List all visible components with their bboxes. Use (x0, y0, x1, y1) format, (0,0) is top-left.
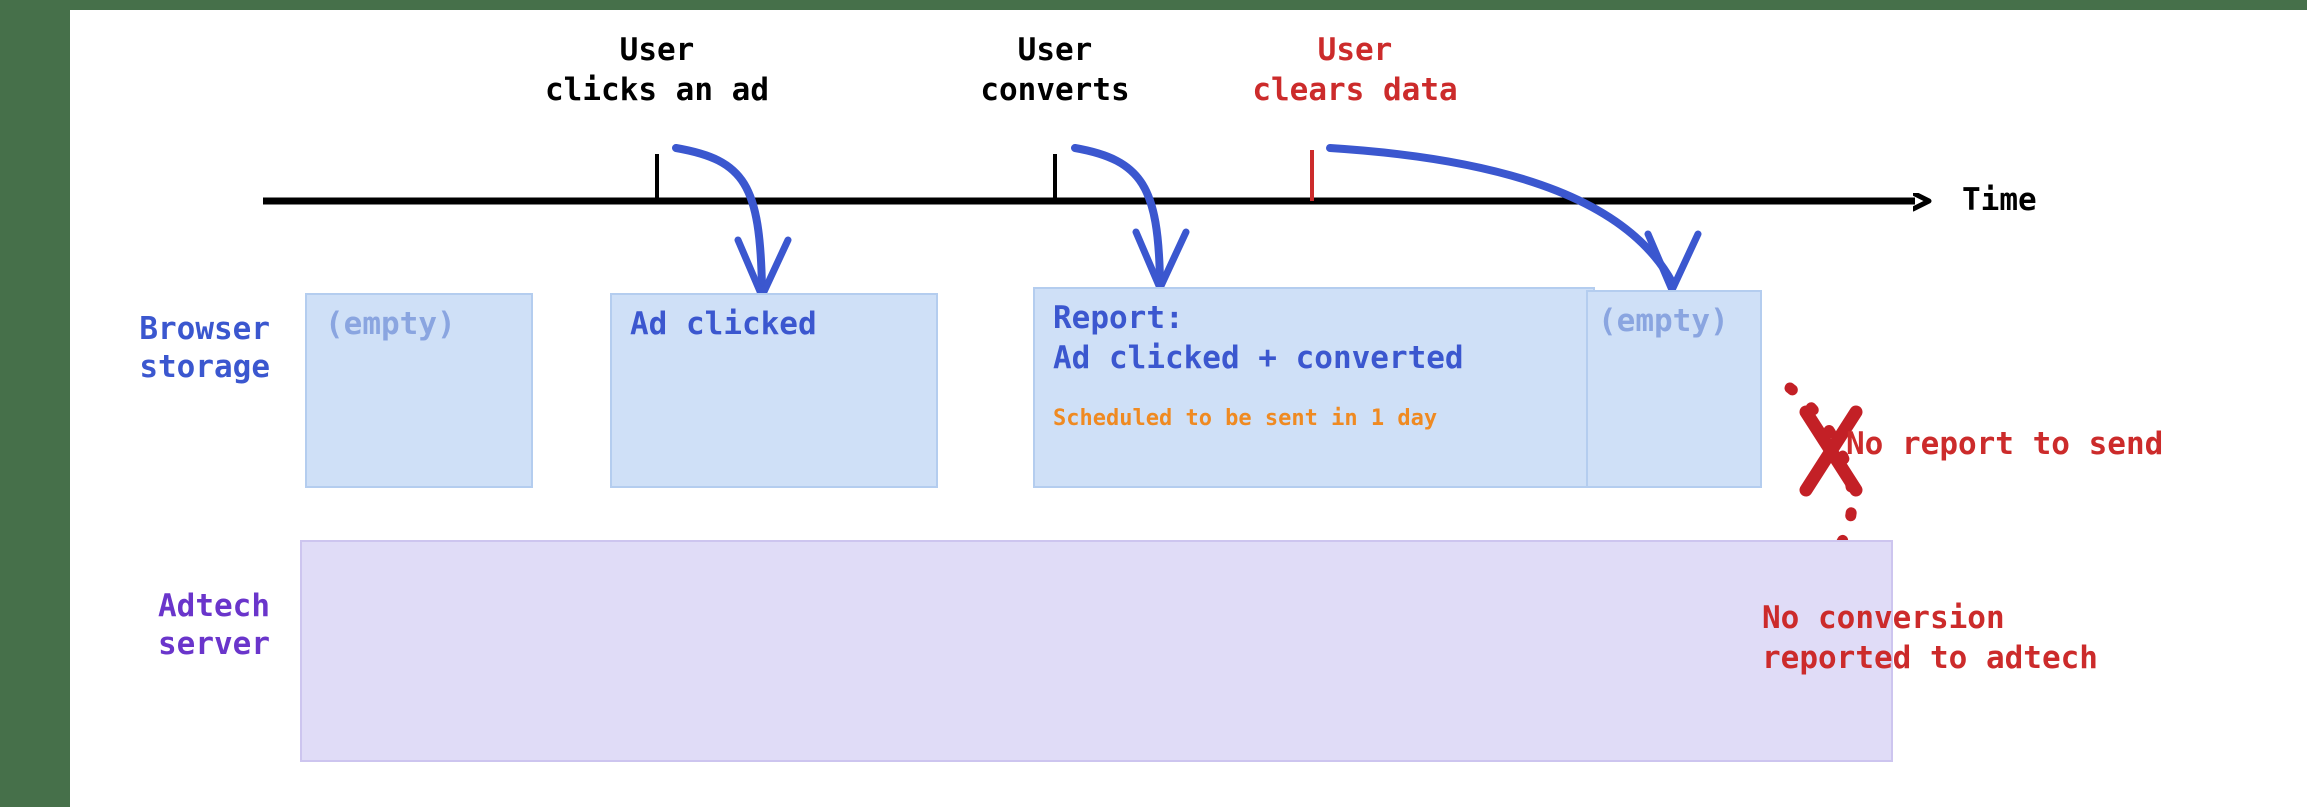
storage-box-text: Report: Ad clicked + converted (1053, 300, 1464, 376)
row-label-line1: Adtech (158, 588, 270, 624)
storage-box-empty-initial: (empty) (305, 293, 533, 488)
storage-box-report-pending: Report: Ad clicked + converted Scheduled… (1033, 287, 1595, 488)
storage-box-ad-clicked: Ad clicked (610, 293, 938, 488)
connector-clear-to-box (1326, 144, 1676, 286)
timeline-label-line1: User (1017, 32, 1093, 68)
annotation-line2: reported to adtech (1762, 640, 2098, 677)
annotation-no-report-to-send: No report to send (1846, 426, 2164, 462)
annotation-no-conversion-reported: No conversion reported to adtech (1762, 598, 2098, 679)
row-label-line1: Browser (139, 311, 270, 347)
timeline-label-user-clears-data: User clears data (1195, 30, 1515, 111)
connector-click-to-box (672, 144, 766, 292)
timeline-label-user-converts: User converts (880, 30, 1230, 111)
row-label-line2: storage (139, 348, 270, 385)
storage-box-text: (empty) (325, 306, 456, 342)
storage-box-text: Ad clicked (630, 306, 817, 342)
red-x-icon (1799, 405, 1863, 497)
timeline-axis-label: Time (1962, 182, 2037, 218)
row-label-line2: server (158, 625, 270, 662)
timeline-label-line2: converts (980, 72, 1130, 109)
timeline-label-line2: clears data (1252, 72, 1458, 109)
storage-box-empty-after-clear: (empty) (1586, 290, 1762, 488)
timeline-label-line2: clicks an ad (545, 72, 769, 109)
storage-box-schedule-note: Scheduled to be sent in 1 day (1053, 406, 1438, 431)
timeline-label-line1: User (1317, 32, 1393, 68)
timeline-label-user-clicks-an-ad: User clicks an ad (457, 30, 857, 111)
connector-convert-to-box (1071, 144, 1164, 284)
storage-box-text: (empty) (1598, 303, 1729, 339)
timeline-label-line1: User (619, 32, 695, 68)
adtech-server-box (300, 540, 1893, 762)
annotation-line1: No conversion (1762, 600, 2005, 636)
